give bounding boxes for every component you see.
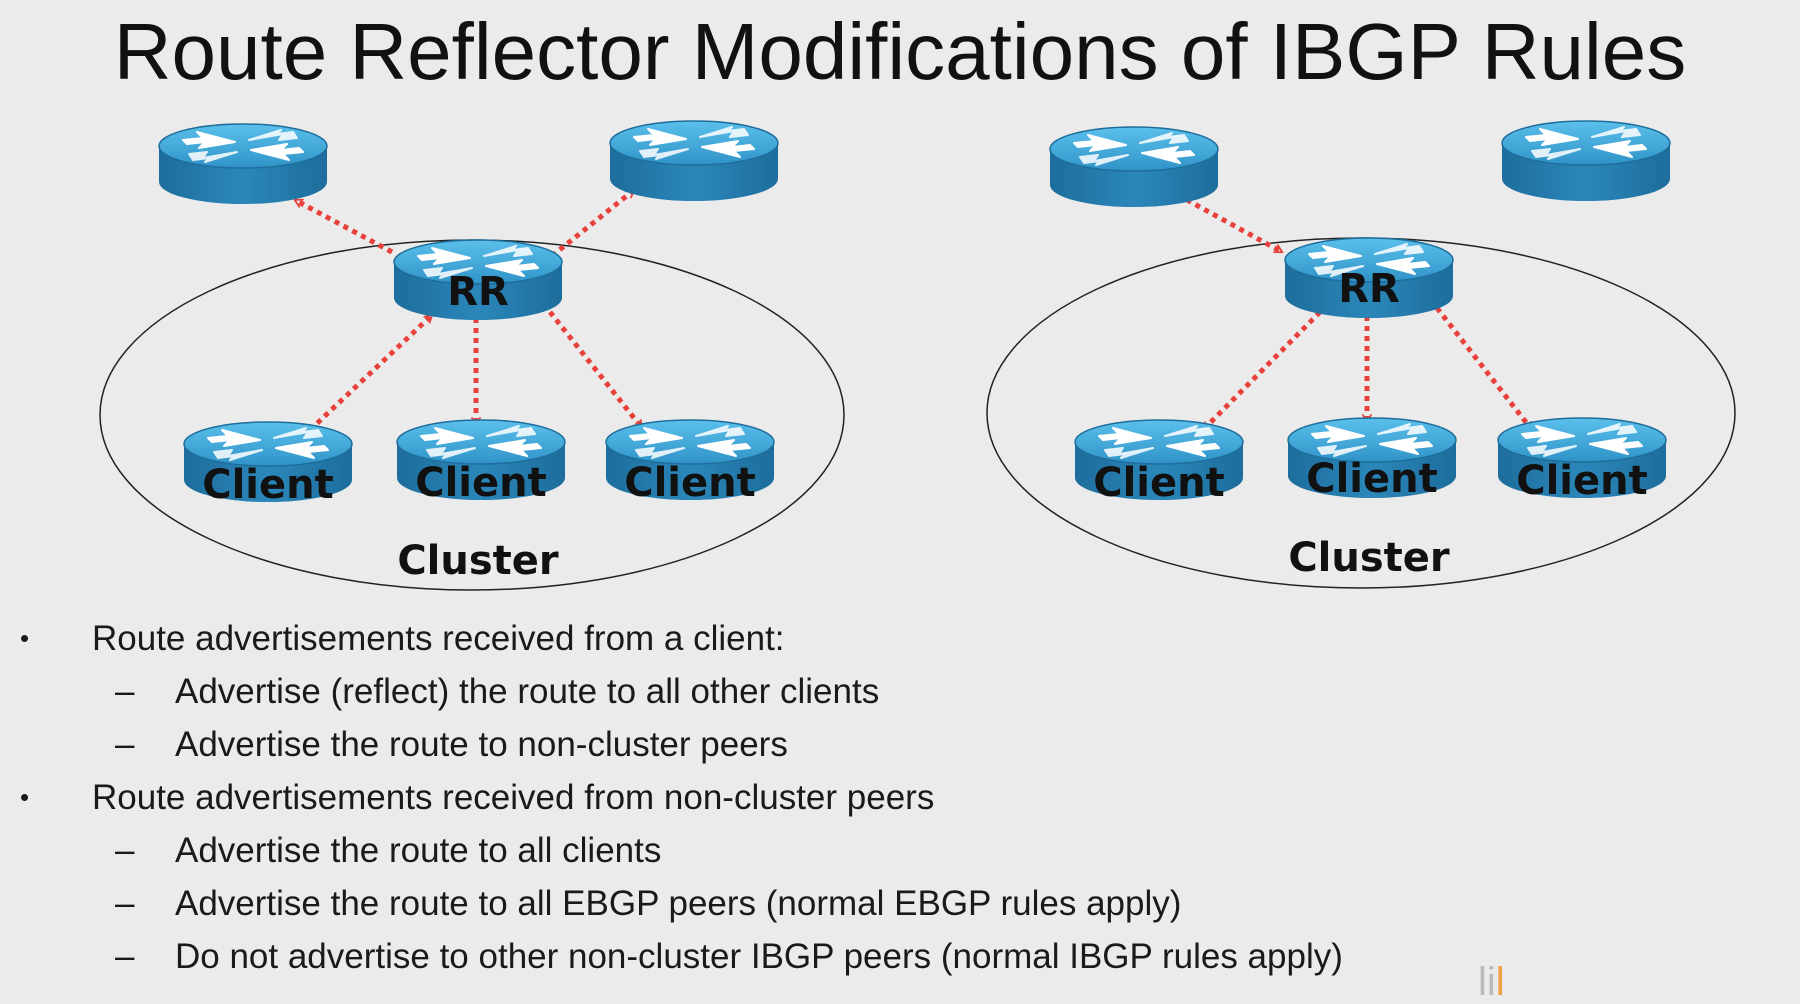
- dash-mark: –: [115, 831, 135, 870]
- cluster-label: Cluster: [1288, 535, 1450, 581]
- client-label: Client: [202, 462, 334, 508]
- dash-mark: –: [115, 884, 135, 923]
- router-icon: [609, 120, 779, 202]
- cluster-label: Cluster: [397, 538, 559, 584]
- sub-bullet-item: – Advertise the route to non-cluster pee…: [20, 718, 1720, 771]
- router-icon: [1049, 126, 1219, 208]
- sub-bullet-text: Advertise the route to all EBGP peers (n…: [175, 884, 1182, 923]
- sub-bullet-text: Advertise the route to non-cluster peers: [175, 725, 788, 764]
- bullet-text: Route advertisements received from a cli…: [92, 619, 785, 658]
- watermark-text: li: [1478, 960, 1496, 1004]
- bullet-mark: •: [20, 623, 30, 653]
- sub-bullet-item: – Advertise the route to all clients: [20, 824, 1720, 877]
- arrow-rr-to-client-right: [1435, 306, 1534, 432]
- arrow-rr-to-peer-right: [550, 188, 636, 258]
- dash-mark: –: [115, 725, 135, 764]
- router-icon: [158, 123, 328, 205]
- arrow-peer-to-rr: [1176, 192, 1284, 255]
- bullet-text: Route advertisements received from non-c…: [92, 778, 935, 817]
- bullet-item: • Route advertisements received from a c…: [20, 612, 1720, 665]
- route-reflector-diagram: RR Client Client Client Cluster RR Clien…: [99, 120, 1736, 591]
- client-label: Client: [1306, 456, 1438, 502]
- sub-bullet-item: – Advertise (reflect) the route to all o…: [20, 665, 1720, 718]
- sub-bullet-item: – Do not advertise to other non-cluster …: [20, 930, 1720, 983]
- bullet-item: • Route advertisements received from non…: [20, 771, 1720, 824]
- client-label: Client: [1093, 460, 1225, 506]
- router-icon: [1501, 120, 1671, 202]
- right-cluster-diagram: RR Client Client Client Cluster: [986, 120, 1736, 589]
- arrow-rr-to-peer-left: [293, 197, 394, 255]
- arrow-rr-to-client-right: [548, 310, 644, 430]
- client-label: Client: [415, 460, 547, 506]
- dash-mark: –: [115, 672, 135, 711]
- client-label: Client: [624, 460, 756, 506]
- bullet-mark: •: [20, 782, 30, 812]
- rr-label: RR: [1338, 266, 1400, 312]
- arrow-client-to-rr: [308, 313, 434, 432]
- watermark-accent: l: [1495, 960, 1505, 1004]
- client-label: Client: [1516, 458, 1648, 504]
- sub-bullet-text: Advertise the route to all clients: [175, 831, 662, 870]
- rules-list: • Route advertisements received from a c…: [20, 612, 1720, 983]
- page-title: Route Reflector Modifications of IBGP Ru…: [113, 7, 1687, 96]
- sub-bullet-item: – Advertise the route to all EBGP peers …: [20, 877, 1720, 930]
- sub-bullet-text: Do not advertise to other non-cluster IB…: [175, 937, 1343, 976]
- rr-label: RR: [447, 269, 509, 315]
- dash-mark: –: [115, 937, 135, 976]
- sub-bullet-text: Advertise (reflect) the route to all oth…: [175, 672, 880, 711]
- left-cluster-diagram: RR Client Client Client Cluster: [99, 120, 845, 591]
- arrow-rr-to-client-left: [1201, 310, 1322, 432]
- watermark-logo: lil: [1478, 962, 1505, 1002]
